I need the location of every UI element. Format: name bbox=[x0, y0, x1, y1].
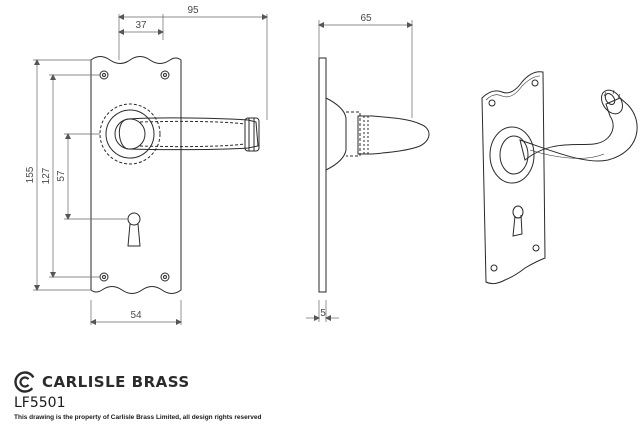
side-view bbox=[318, 57, 430, 293]
iso-lever bbox=[519, 97, 638, 162]
dim-label-57: 57 bbox=[56, 170, 67, 182]
iso-keyhole bbox=[512, 205, 524, 237]
iso-backplate bbox=[481, 71, 546, 285]
front-backplate bbox=[90, 56, 182, 294]
brand-row: CARLISLE BRASS bbox=[14, 371, 190, 393]
side-lever bbox=[357, 115, 430, 155]
isometric-view bbox=[481, 71, 638, 285]
side-rose bbox=[325, 97, 347, 171]
carlisle-brass-logo-icon bbox=[14, 371, 36, 393]
front-keyhole bbox=[127, 212, 141, 247]
dim-label-5: 5 bbox=[320, 308, 326, 319]
iso-rose bbox=[489, 126, 535, 184]
front-rose-outer bbox=[99, 103, 161, 165]
dim-label-54: 54 bbox=[130, 310, 142, 321]
dim-label-95: 95 bbox=[187, 5, 199, 16]
iso-screw-holes bbox=[488, 79, 540, 272]
product-code: LF5501 bbox=[14, 395, 66, 411]
disclaimer: This drawing is the property of Carlisle… bbox=[14, 414, 262, 421]
dim-label-127: 127 bbox=[41, 167, 52, 184]
dim-label-37: 37 bbox=[135, 20, 147, 31]
side-backplate bbox=[318, 57, 327, 293]
front-view bbox=[90, 56, 260, 294]
technical-drawing: 37 95 155 127 57 54 65 5 bbox=[25, 5, 638, 325]
front-view-dimension-labels: 37 95 155 127 57 54 bbox=[25, 5, 199, 321]
brand-name: CARLISLE BRASS bbox=[42, 373, 190, 391]
front-lever bbox=[118, 117, 259, 151]
front-screw-holes bbox=[99, 70, 170, 282]
side-view-dimension-labels: 65 5 bbox=[320, 13, 372, 319]
dim-label-155: 155 bbox=[25, 166, 36, 183]
front-view-dimensions bbox=[33, 14, 268, 325]
side-view-dimensions bbox=[306, 20, 413, 322]
dim-label-65: 65 bbox=[360, 13, 372, 24]
